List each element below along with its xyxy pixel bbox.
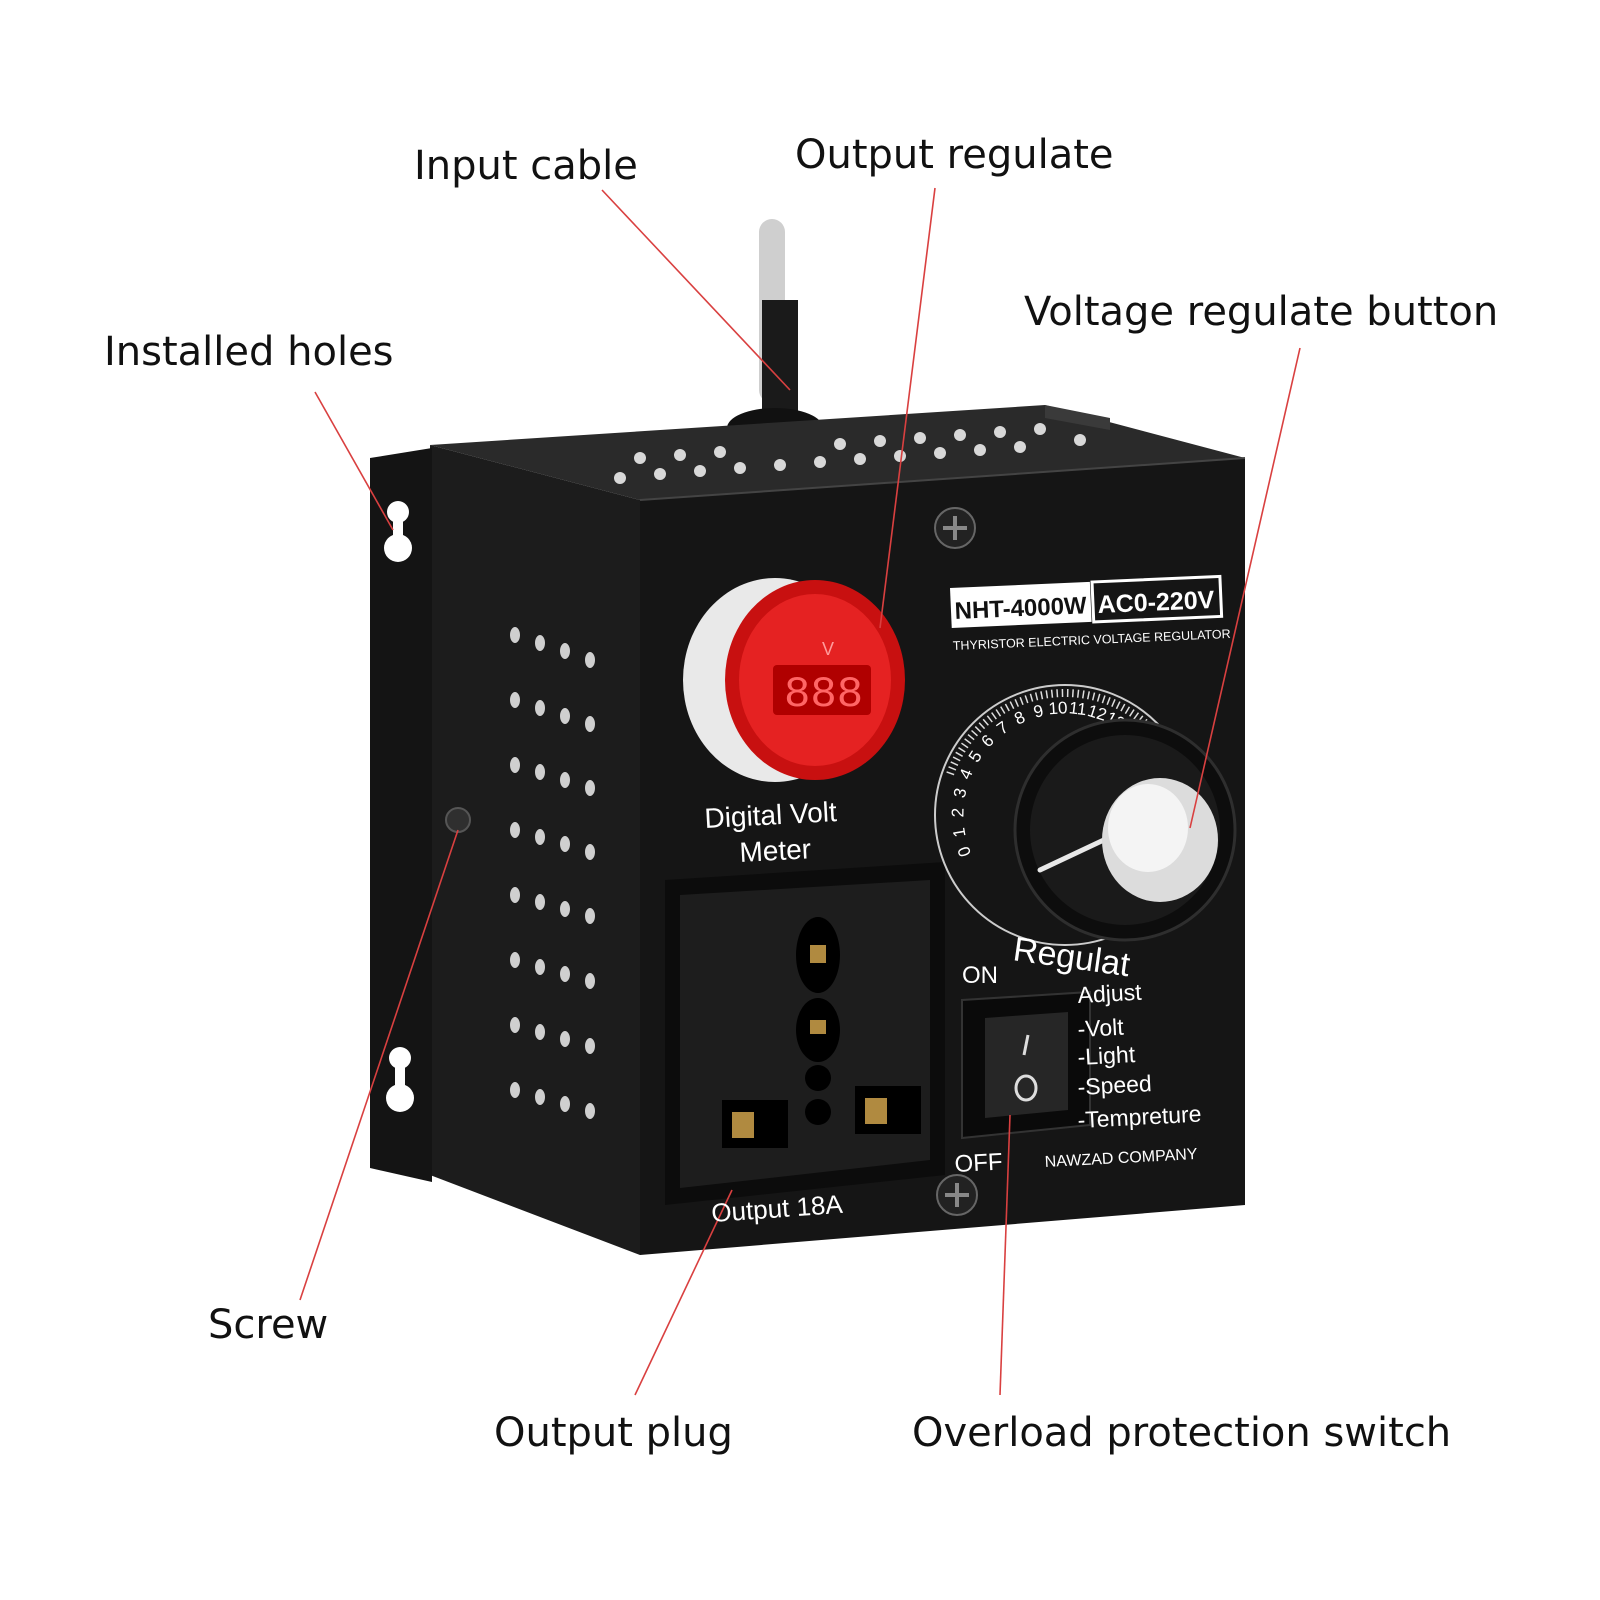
dial-tick	[1086, 691, 1090, 700]
dial-number-11: 11	[1068, 698, 1088, 719]
side-panel	[430, 445, 640, 1255]
dial-tick	[1129, 709, 1135, 717]
top-vent-holes	[614, 423, 1086, 484]
dial-tick	[967, 734, 975, 741]
dial-tick	[950, 761, 959, 766]
dial-tick	[946, 771, 955, 776]
dial-number-9: 9	[1031, 701, 1045, 722]
model-label: NHT-4000W	[954, 592, 1087, 625]
callout-overload-protection-switch: Overload protection switch	[912, 1410, 1452, 1456]
callout-installed-holes: Installed holes	[104, 329, 394, 375]
side-screw	[445, 807, 471, 833]
output-socket	[665, 862, 945, 1205]
dial-tick	[948, 766, 957, 771]
dial-tick	[986, 715, 993, 723]
meter-unit-label: V	[822, 639, 834, 659]
voltage-regulate-knob[interactable]	[1013, 718, 1237, 942]
dial-tick	[1081, 690, 1085, 699]
adjust-line-3: -Speed	[1077, 1070, 1152, 1100]
callout-voltage-regulate-button: Voltage regulate button	[1024, 289, 1499, 335]
switch-on-label: ON	[962, 962, 998, 989]
dial-tick	[1029, 693, 1034, 702]
dial-number-10: 10	[1048, 698, 1068, 718]
callout-input-cable: Input cable	[414, 143, 638, 189]
dial-tick	[995, 709, 1002, 717]
dial-tick	[1124, 706, 1131, 714]
leader-output-regulate	[879, 187, 936, 629]
dial-tick	[1091, 692, 1096, 701]
dial-tick	[1000, 706, 1006, 714]
dial-tick	[952, 756, 961, 762]
front-screw-top	[934, 507, 976, 549]
dial-tick	[1115, 701, 1121, 710]
adjust-line-2: -Light	[1077, 1041, 1136, 1070]
dial-tick	[1133, 712, 1140, 720]
dial-tick	[1111, 699, 1116, 707]
installed-hole-top	[384, 501, 412, 562]
meter-label-line2: Meter	[739, 833, 812, 868]
callout-output-regulate: Output regulate	[795, 132, 1114, 178]
leader-output-plug	[634, 1189, 733, 1396]
leader-voltage-regulate-button	[1189, 347, 1301, 829]
dial-number-2: 2	[948, 808, 967, 818]
callout-output-plug: Output plug	[494, 1410, 733, 1456]
digital-volt-meter	[683, 578, 905, 782]
meter-display: 888	[784, 670, 863, 720]
dial-tick	[1019, 696, 1024, 705]
dial-number-12: 12	[1085, 701, 1109, 725]
dial-tick	[978, 722, 986, 730]
dial-tick	[974, 726, 982, 733]
front-screw-bottom	[936, 1174, 978, 1216]
dial-tick	[961, 742, 969, 749]
leader-overload-switch	[999, 1114, 1011, 1396]
mounting-bracket	[370, 448, 432, 1182]
dial-tick	[1096, 693, 1101, 702]
dial-tick	[1101, 695, 1106, 704]
dial-tick	[1004, 703, 1010, 712]
dial-tick	[1106, 697, 1111, 706]
dial-tick	[1014, 698, 1020, 707]
side-vent-holes	[510, 627, 595, 1119]
adjust-line-4: -Tempreture	[1077, 1101, 1202, 1133]
dial-number-1: 1	[949, 826, 969, 838]
leader-installed-holes	[314, 391, 394, 531]
dial-tick	[1024, 695, 1029, 704]
meter-label-line1: Digital Volt	[704, 796, 838, 834]
leader-input-cable	[601, 189, 791, 391]
range-label: AC0-220V	[1097, 586, 1215, 619]
dial-number-3: 3	[950, 786, 971, 799]
dial-tick	[1034, 692, 1039, 701]
dial-tick	[971, 729, 978, 737]
dial-tick	[1056, 689, 1059, 698]
dial-tick	[1045, 690, 1049, 699]
switch-off-label: OFF	[954, 1149, 1003, 1178]
dial-tick	[955, 751, 964, 757]
dial-tick	[1009, 701, 1015, 710]
installed-hole-bottom	[386, 1047, 414, 1112]
adjust-line-1: -Volt	[1077, 1014, 1125, 1042]
leader-screw	[299, 829, 459, 1301]
input-cable	[727, 219, 823, 448]
dial-tick	[1071, 689, 1074, 698]
callout-screw: Screw	[208, 1302, 329, 1348]
leader-lines	[299, 187, 1301, 1396]
dial-tick	[1040, 691, 1044, 700]
adjust-line-0: Adjust	[1077, 979, 1143, 1008]
overload-protection-switch[interactable]	[961, 990, 1091, 1140]
dial-tick	[1050, 689, 1054, 698]
dial-tick	[982, 718, 989, 726]
dial-tick	[958, 747, 966, 753]
dial-tick	[1120, 703, 1126, 712]
dial-tick	[1076, 689, 1080, 698]
dial-tick	[964, 738, 972, 745]
dial-tick	[991, 712, 997, 720]
